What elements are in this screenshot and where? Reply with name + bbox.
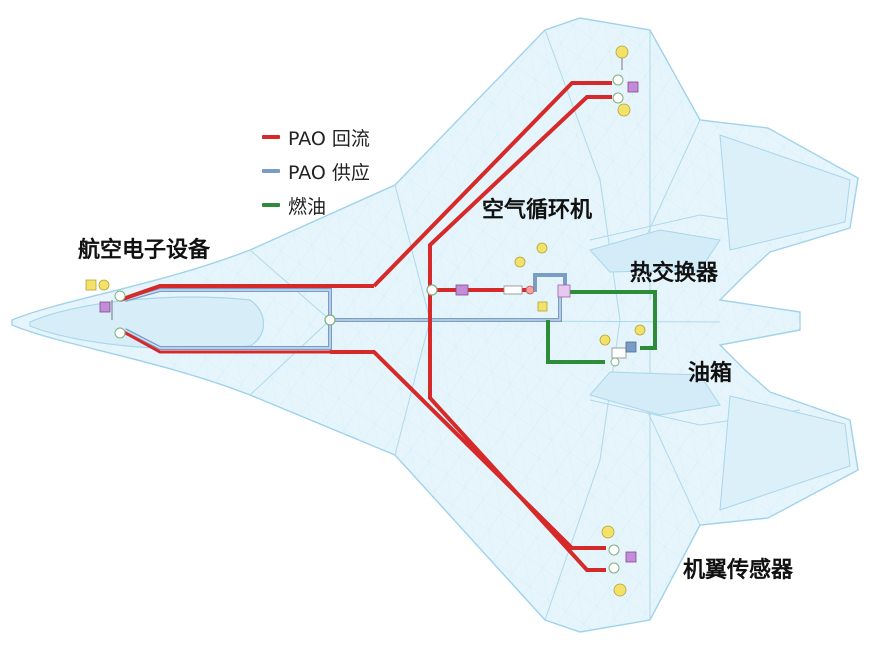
legend-label-fuel: 燃油 bbox=[288, 195, 327, 218]
fuel-loop bbox=[546, 290, 657, 364]
avionics-components bbox=[85, 279, 126, 339]
label-fuel-tank: 油箱 bbox=[688, 361, 733, 386]
avionics-return-line bbox=[119, 284, 374, 302]
legend-label-pao-supply: PAO 供应 bbox=[288, 161, 370, 184]
label-heat-exchanger: 热交换器 bbox=[630, 261, 719, 286]
legend-swatch-fuel bbox=[262, 203, 280, 207]
airframe bbox=[11, 17, 859, 633]
fuel-components bbox=[599, 324, 646, 367]
ecs-components bbox=[455, 242, 571, 312]
legend-item-fuel: 燃油 bbox=[262, 188, 370, 222]
label-avionics: 航空电子设备 bbox=[78, 238, 211, 263]
top-wing-sensor-components bbox=[612, 45, 639, 117]
label-wing-sensors: 机翼传感器 bbox=[683, 558, 794, 583]
legend: PAO 回流 PAO 供应 燃油 bbox=[262, 120, 370, 222]
components bbox=[85, 45, 646, 597]
bottom-wing-sensor-components bbox=[601, 525, 637, 597]
canopy bbox=[29, 296, 264, 350]
legend-swatch-pao-supply bbox=[262, 169, 280, 173]
legend-swatch-pao-return bbox=[262, 135, 280, 139]
legend-label-pao-return: PAO 回流 bbox=[288, 127, 370, 150]
label-ecs: 空气循环机 bbox=[482, 198, 593, 223]
legend-item-pao-return: PAO 回流 bbox=[262, 120, 370, 154]
legend-item-pao-supply: PAO 供应 bbox=[262, 154, 370, 188]
